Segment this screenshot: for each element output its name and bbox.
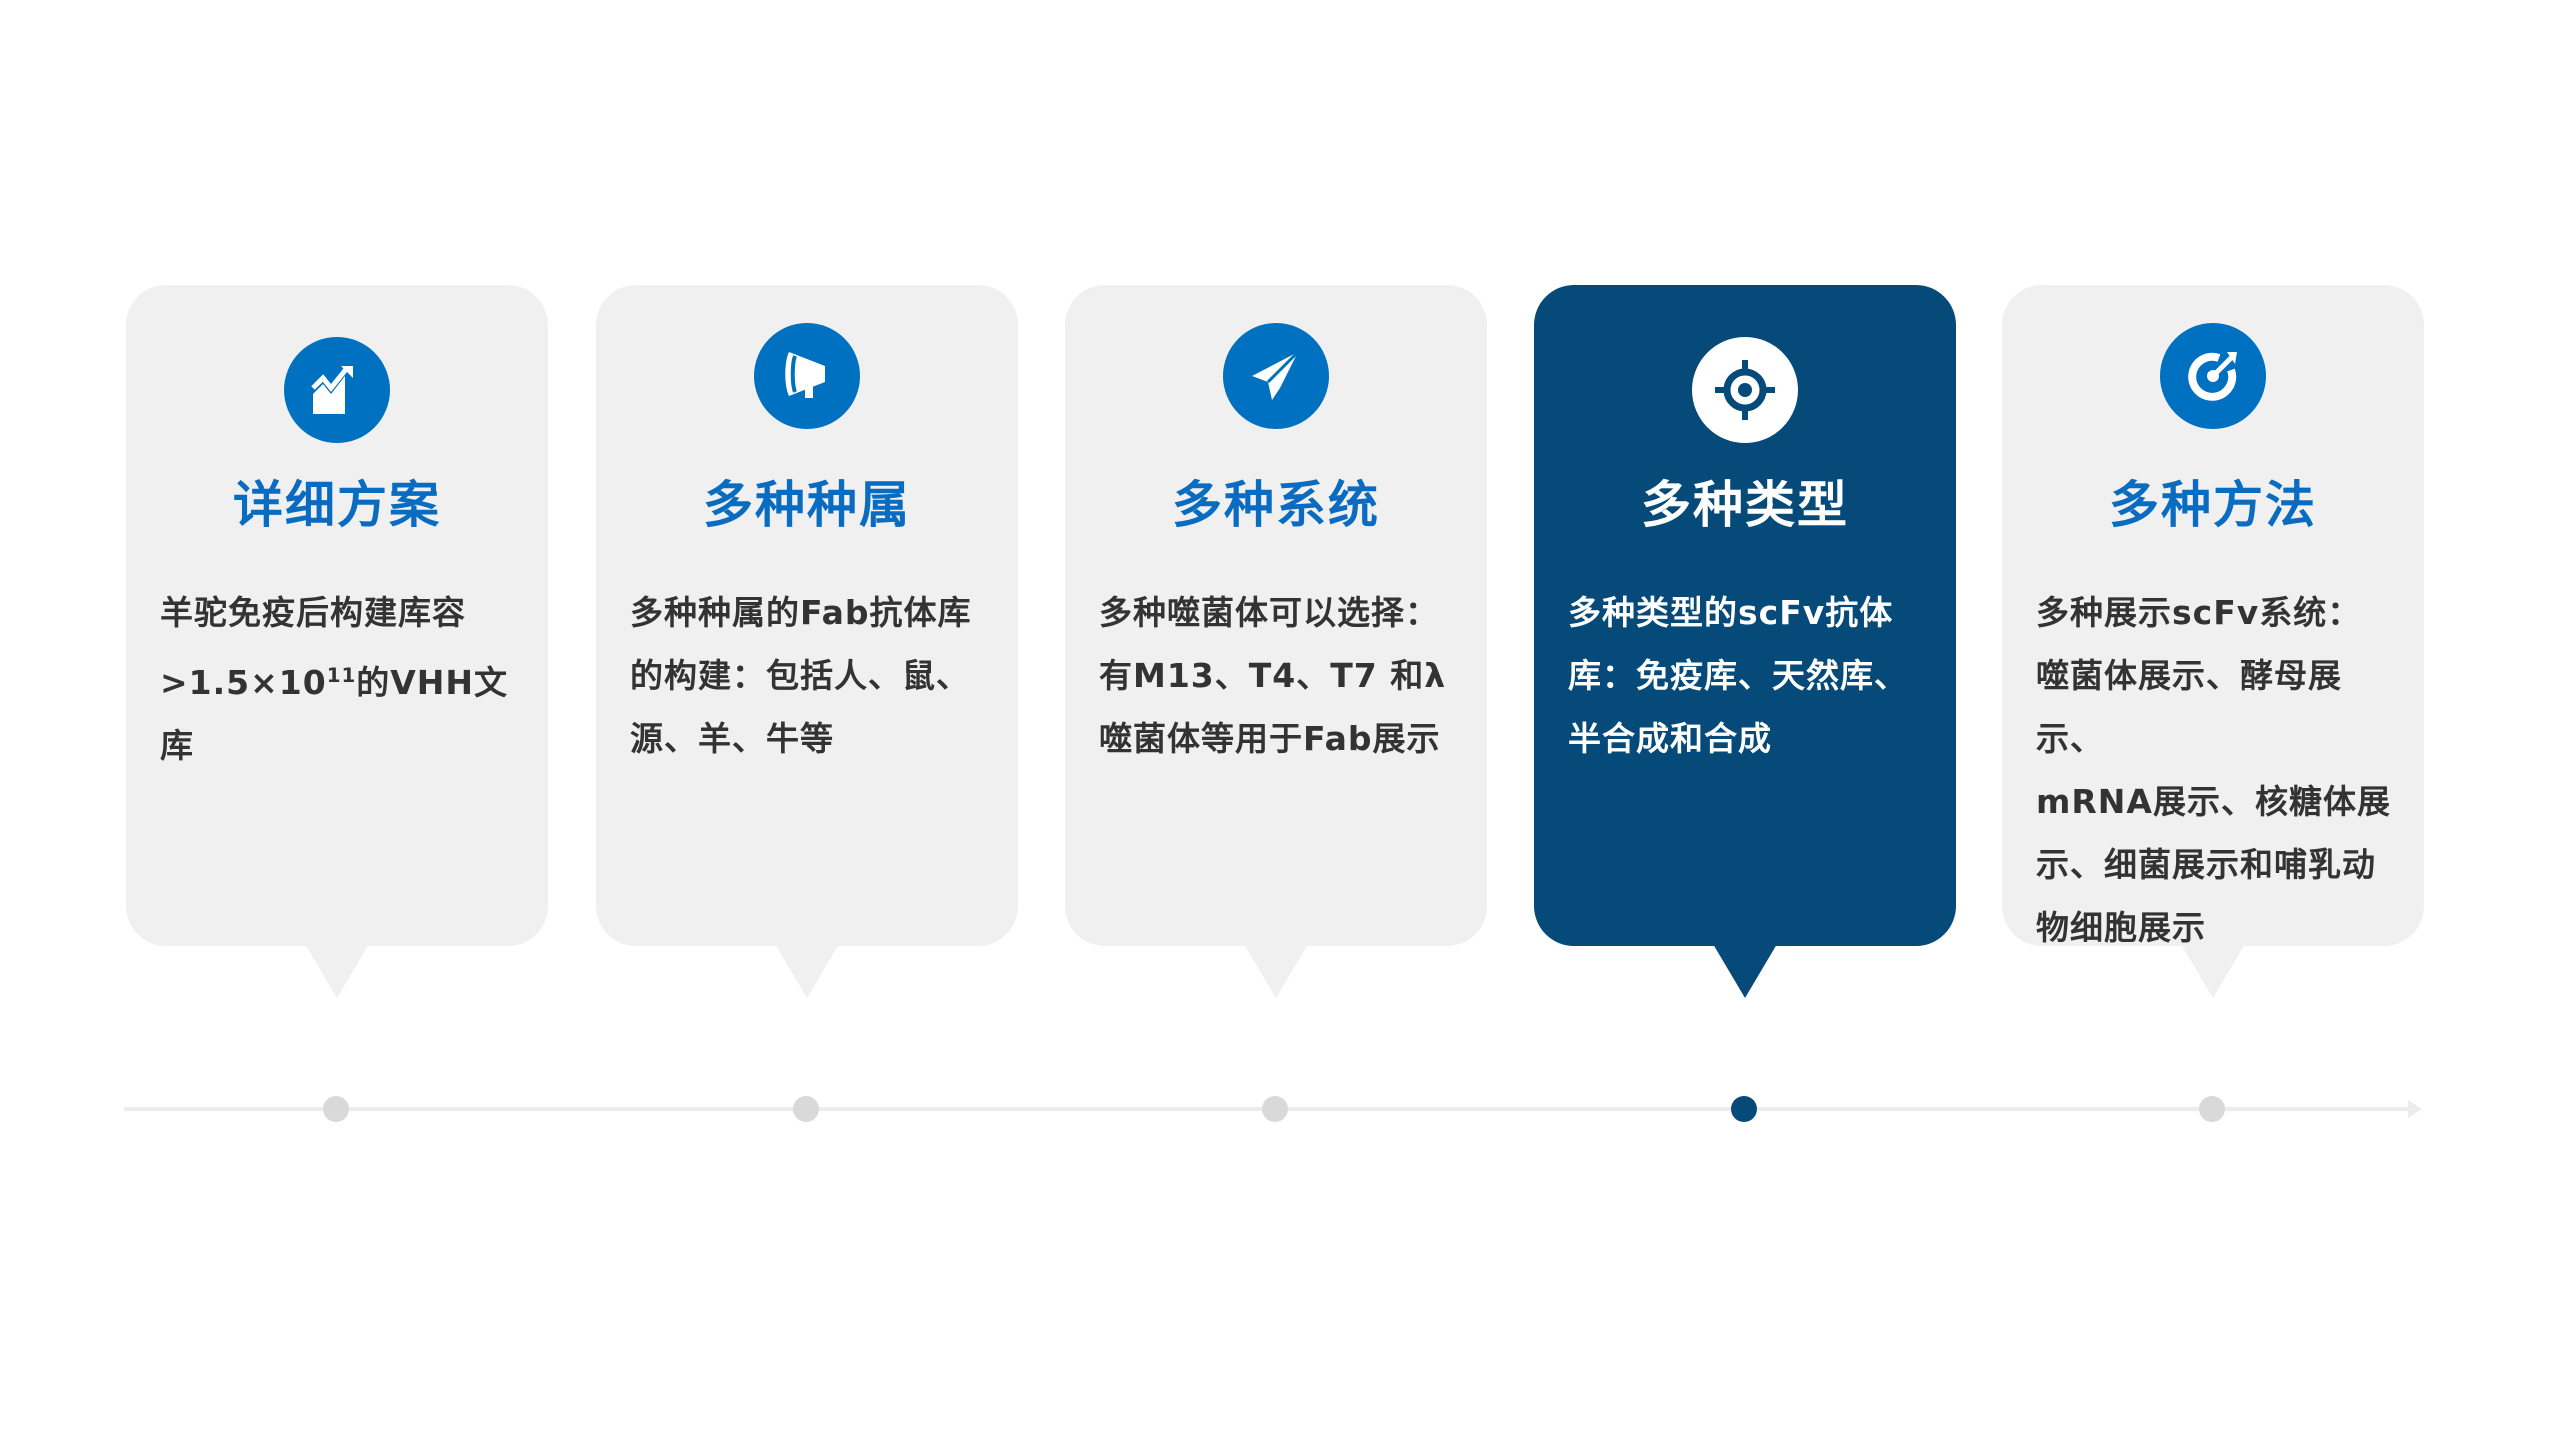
card-detailed-plan[interactable]: 详细方案 羊驼免疫后构建库容 >1.5×1011的VHH文库 bbox=[126, 285, 548, 998]
body-text: >1.5×10 bbox=[160, 663, 327, 702]
timeline-dot[interactable] bbox=[323, 1096, 349, 1122]
body-line: 有M13、T4、T7 和λ bbox=[1099, 656, 1447, 695]
body-line: 库：免疫库、天然库、 bbox=[1568, 656, 1908, 695]
card-multiple-systems[interactable]: 多种系统 多种噬菌体可以选择： 有M13、T4、T7 和λ 噬菌体等用于Fab展… bbox=[1065, 285, 1487, 998]
crosshair-icon bbox=[1692, 337, 1798, 443]
target-arrow-icon bbox=[2160, 323, 2266, 429]
card-title: 多种方法 bbox=[2109, 476, 2317, 534]
card-title: 多种系统 bbox=[1172, 476, 1380, 534]
card-body: 多种类型的scFv抗体 库：免疫库、天然库、 半合成和合成 bbox=[1568, 581, 1926, 770]
body-line: 半合成和合成 bbox=[1568, 719, 1772, 758]
card-pointer bbox=[1713, 944, 1777, 998]
paper-plane-icon bbox=[1223, 323, 1329, 429]
megaphone-icon bbox=[754, 323, 860, 429]
body-line: 噬菌体等用于Fab展示 bbox=[1099, 719, 1441, 758]
body-line: 噬菌体展示、酵母展示、 bbox=[2036, 656, 2342, 758]
card-pointer bbox=[1244, 944, 1308, 998]
body-line: 物细胞展示 bbox=[2036, 908, 2206, 947]
card-multiple-types[interactable]: 多种类型 多种类型的scFv抗体 库：免疫库、天然库、 半合成和合成 bbox=[1534, 285, 1956, 998]
timeline-dot[interactable] bbox=[1262, 1096, 1288, 1122]
card-title: 详细方案 bbox=[233, 476, 441, 534]
card-multiple-species[interactable]: 多种种属 多种种属的Fab抗体库 的构建：包括人、鼠、 源、羊、牛等 bbox=[596, 285, 1018, 998]
body-line: 的构建：包括人、鼠、 bbox=[630, 656, 970, 695]
card-body: 羊驼免疫后构建库容 >1.5×1011的VHH文库 bbox=[160, 581, 518, 777]
exponent: 11 bbox=[326, 664, 357, 687]
timeline-arrow-icon bbox=[2408, 1100, 2422, 1118]
card-multiple-methods[interactable]: 多种方法 多种展示scFv系统： 噬菌体展示、酵母展示、 mRNA展示、核糖体展… bbox=[2002, 285, 2424, 998]
chart-trend-icon bbox=[284, 337, 390, 443]
body-line: mRNA展示、核糖体展 bbox=[2036, 782, 2391, 821]
card-body: 多种展示scFv系统： 噬菌体展示、酵母展示、 mRNA展示、核糖体展 示、细菌… bbox=[2036, 581, 2394, 959]
timeline-dot[interactable] bbox=[2199, 1096, 2225, 1122]
timeline-dot[interactable] bbox=[793, 1096, 819, 1122]
card-body: 多种种属的Fab抗体库 的构建：包括人、鼠、 源、羊、牛等 bbox=[630, 581, 988, 770]
body-text: 的VHH文库 bbox=[160, 663, 508, 765]
body-line: 多种类型的scFv抗体 bbox=[1568, 593, 1894, 632]
card-pointer bbox=[305, 944, 369, 998]
body-line: 羊驼免疫后构建库容 bbox=[160, 593, 466, 632]
body-line: 示、细菌展示和哺乳动 bbox=[2036, 845, 2376, 884]
body-line: 多种噬菌体可以选择： bbox=[1099, 593, 1439, 632]
card-pointer bbox=[775, 944, 839, 998]
body-line: 多种展示scFv系统： bbox=[2036, 593, 2362, 632]
timeline-dot-active[interactable] bbox=[1731, 1096, 1757, 1122]
card-pointer bbox=[2181, 944, 2245, 998]
card-title: 多种类型 bbox=[1641, 476, 1849, 534]
card-body: 多种噬菌体可以选择： 有M13、T4、T7 和λ 噬菌体等用于Fab展示 bbox=[1099, 581, 1457, 770]
body-line: 源、羊、牛等 bbox=[630, 719, 834, 758]
body-line: >1.5×1011的VHH文库 bbox=[160, 644, 518, 777]
card-title: 多种种属 bbox=[703, 476, 911, 534]
body-line: 多种种属的Fab抗体库 bbox=[630, 593, 972, 632]
